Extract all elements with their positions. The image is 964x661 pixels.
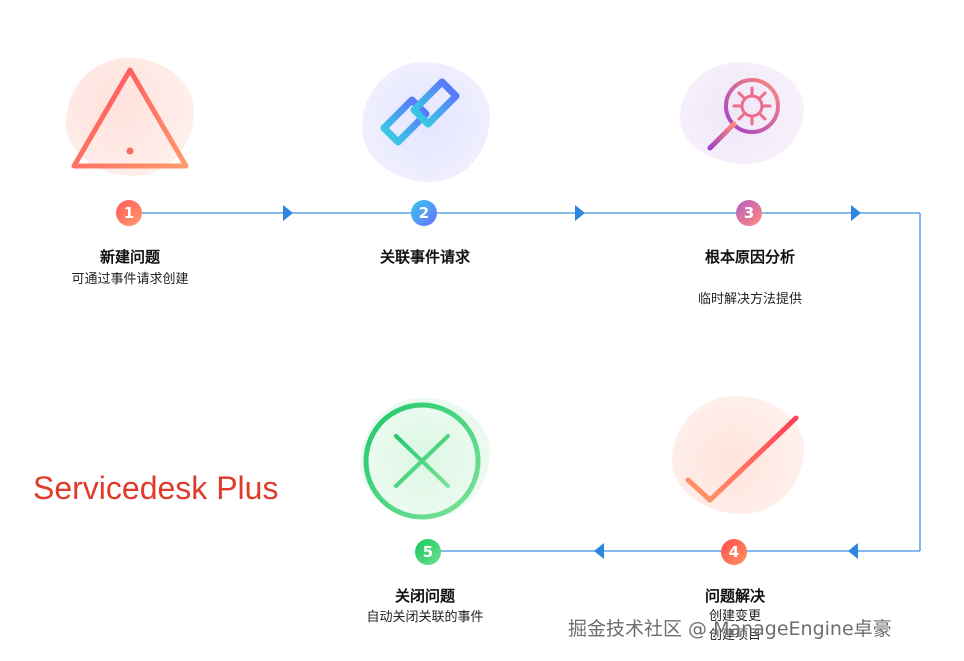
step-4-subtitle-2: 创建项目: [708, 628, 761, 643]
arrow-right-2: [575, 205, 585, 221]
checkmark-icon: [685, 415, 799, 503]
link-icon: [380, 78, 460, 146]
close-circle-icon: [363, 402, 481, 520]
step-1-subtitle: 可通过事件请求创建: [71, 272, 189, 287]
step-5-number-badge: 5: [415, 539, 441, 565]
step-3-number-badge: 3: [736, 200, 762, 226]
step-3-blob: [680, 62, 804, 164]
step-5-title: 关闭问题: [394, 587, 455, 605]
brand-label: Servicedesk Plus: [33, 470, 279, 506]
step-2-title: 关联事件请求: [379, 248, 470, 266]
arrow-left-1: [848, 543, 858, 559]
step-3-title: 根本原因分析: [704, 248, 795, 266]
arrow-right-3: [851, 205, 861, 221]
step-5-subtitle: 自动关闭关联的事件: [366, 610, 484, 625]
arrow-left-2: [594, 543, 604, 559]
step-4-subtitle: 创建变更: [708, 609, 761, 624]
magnifier-gear-icon: [707, 78, 780, 151]
step-4-title: 问题解决: [704, 587, 765, 605]
step-4-blob: [672, 396, 804, 514]
warning-icon: [71, 67, 189, 169]
step-4-number-badge: 4: [721, 539, 747, 565]
flow-line: [128, 212, 921, 552]
arrow-right-1: [283, 205, 293, 221]
step-1-title: 新建问题: [99, 248, 160, 266]
watermark: 掘金技术社区 @ ManageEngine卓豪: [568, 618, 892, 640]
step-2-number-badge: 2: [411, 200, 437, 226]
step-1-number-badge: 1: [116, 200, 142, 226]
step-3-subtitle: 临时解决方法提供: [697, 292, 802, 307]
